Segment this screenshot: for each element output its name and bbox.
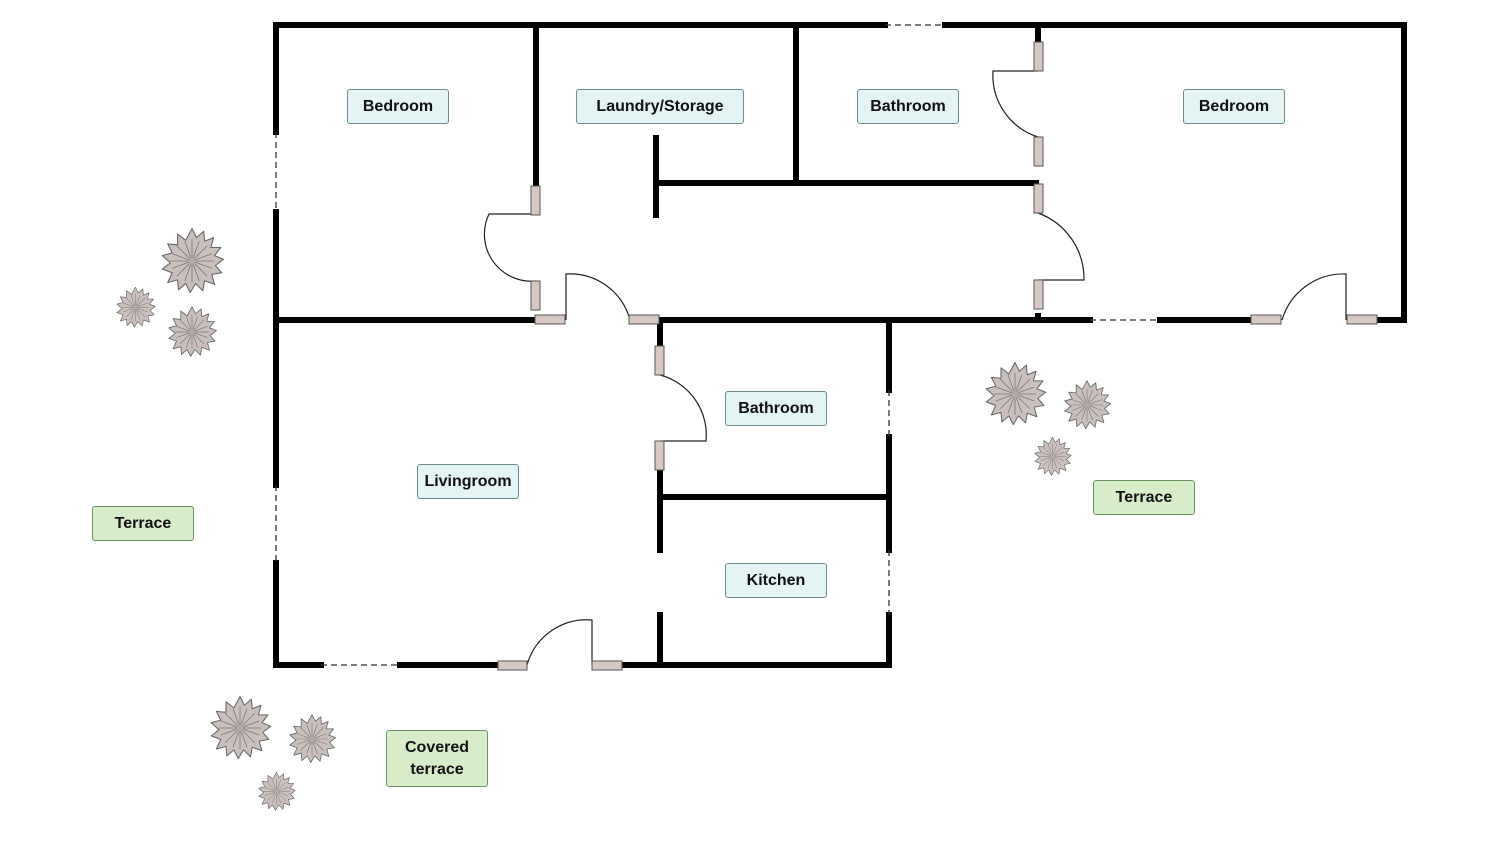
windows xyxy=(275,24,1160,666)
room-label-bathroom-central: Bathroom xyxy=(725,391,827,426)
outdoor-label-covered-terrace: Covered terrace xyxy=(386,730,488,787)
door-swings xyxy=(483,70,1347,666)
shrub xyxy=(1064,380,1112,430)
shrub xyxy=(168,306,217,357)
outdoor-label-terrace-east: Terrace xyxy=(1093,480,1195,515)
door-jambs xyxy=(497,41,1378,671)
shrub xyxy=(289,714,337,764)
room-label-bedroom-east: Bedroom xyxy=(1183,89,1285,124)
shrub xyxy=(985,361,1047,426)
walls xyxy=(273,22,1407,668)
shrub xyxy=(161,228,225,294)
room-label-bedroom-west: Bedroom xyxy=(347,89,449,124)
shrubs xyxy=(116,228,1112,811)
shrub xyxy=(210,695,272,760)
room-label-bathroom-north: Bathroom xyxy=(857,89,959,124)
outdoor-label-terrace-west: Terrace xyxy=(92,506,194,541)
room-label-kitchen: Kitchen xyxy=(725,563,827,598)
room-label-laundry-storage: Laundry/Storage xyxy=(576,89,744,124)
room-label-livingroom: Livingroom xyxy=(417,464,519,499)
shrub xyxy=(1034,436,1072,476)
shrub xyxy=(116,286,156,328)
shrub xyxy=(258,771,296,811)
